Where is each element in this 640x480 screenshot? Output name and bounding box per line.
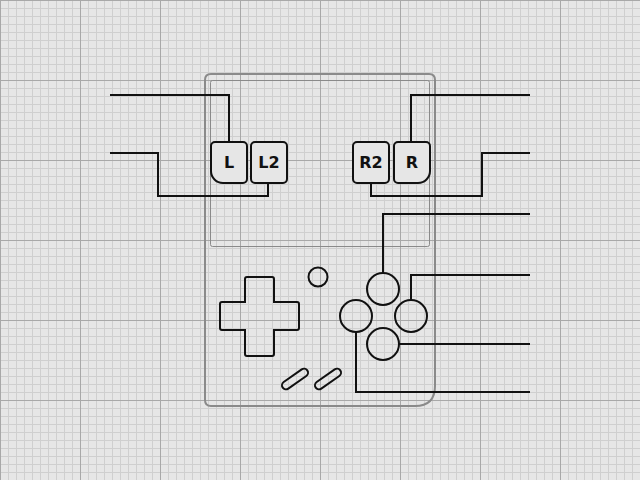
d-pad	[220, 277, 299, 356]
leader-lines	[110, 95, 530, 392]
leader-line	[411, 95, 530, 141]
select-button	[280, 367, 309, 391]
face-button	[367, 273, 399, 305]
face-button	[367, 328, 399, 360]
home-button	[309, 268, 328, 287]
face-button	[340, 300, 372, 332]
shoulder-button: R2	[352, 141, 390, 184]
button-label: R	[406, 153, 418, 172]
leader-line	[411, 275, 530, 300]
leader-line	[110, 95, 229, 141]
shoulder-button: R	[393, 141, 431, 184]
shoulder-button: L	[210, 141, 248, 184]
button-label: R2	[359, 153, 382, 172]
button-label: L2	[258, 153, 279, 172]
button-label: L	[224, 153, 234, 172]
leader-line	[399, 343, 530, 345]
leader-line	[356, 332, 530, 392]
start-button	[313, 367, 342, 391]
leader-line	[383, 214, 530, 273]
shoulder-button: L2	[250, 141, 288, 184]
face-button	[395, 300, 427, 332]
console-body	[205, 74, 435, 406]
